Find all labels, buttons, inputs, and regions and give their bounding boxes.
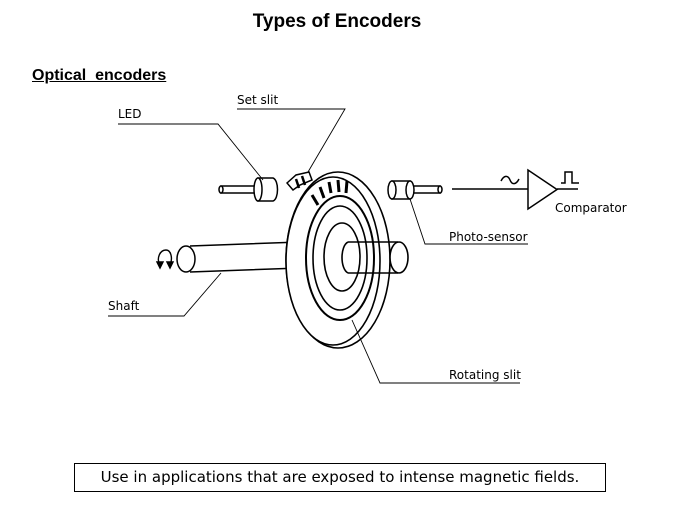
square-pulse-icon: [561, 171, 579, 184]
sine-wave-icon: [500, 175, 520, 185]
label-set-slit: Set slit: [237, 93, 278, 107]
rotation-arrow-icon: [155, 249, 175, 270]
section-heading: Optical encoders: [32, 67, 167, 84]
leader-lines: [108, 108, 528, 384]
page-title: Types of Encoders: [252, 11, 422, 32]
label-rotating-slit: Rotating slit: [449, 368, 521, 382]
label-led: LED: [118, 107, 142, 121]
label-photo-sensor: Photo-sensor: [449, 230, 528, 244]
set-slit: [285, 171, 313, 192]
signal-chain: [452, 168, 579, 211]
comparator-triangle: [527, 168, 559, 211]
shaft-front: [341, 241, 409, 274]
label-comparator: Comparator: [555, 201, 627, 215]
footer-note: Use in applications that are exposed to …: [74, 463, 606, 492]
label-shaft: Shaft: [108, 299, 140, 313]
disc-slits: [310, 179, 349, 206]
led-component: [218, 177, 279, 202]
shaft-rear: [176, 241, 301, 273]
rotating-slit-disc: [285, 171, 391, 349]
photo-sensor-component: [387, 180, 443, 200]
